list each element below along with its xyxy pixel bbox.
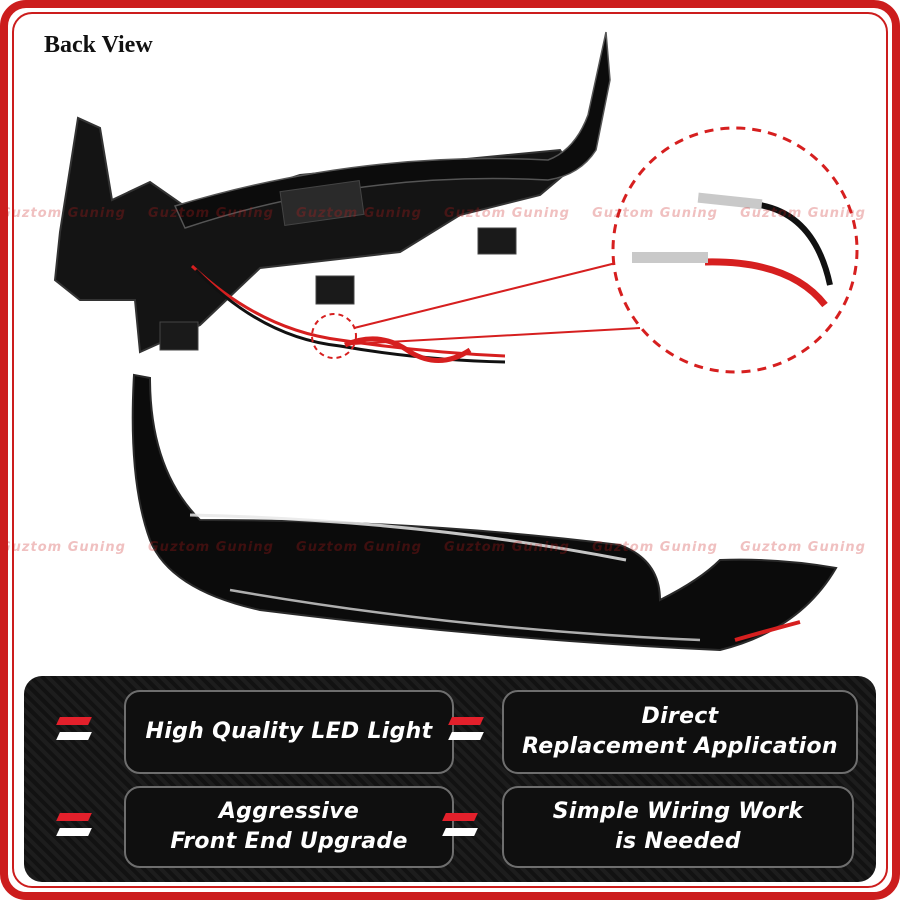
feature-text-line1: Simple Wiring Work <box>552 799 804 824</box>
watermark: Guztom Guning Guztom Guning Guztom Gunin… <box>0 540 866 555</box>
frame-border-inner <box>12 12 888 888</box>
zoom-line <box>351 327 641 345</box>
mount-tab <box>315 275 355 305</box>
feature-text-line1: Aggressive <box>218 799 360 824</box>
zoom-wire-black <box>759 202 833 286</box>
feature-text-line1: Direct <box>641 704 719 729</box>
wire-terminal <box>697 192 763 210</box>
watermark: Guztom Guning Guztom Guning Guztom Gunin… <box>0 206 866 221</box>
feature-text-line2: Front End Upgrade <box>170 829 408 854</box>
feature-text-line2: is Needed <box>615 829 741 854</box>
zoom-line <box>353 261 621 329</box>
feature-badge: Simple Wiring Work is Needed <box>502 786 854 868</box>
wire-coil <box>344 336 472 363</box>
lens-highlight <box>189 513 627 562</box>
wire-red <box>190 264 506 358</box>
feature-text-line2: Replacement Application <box>522 734 838 759</box>
view-title: Back View <box>44 32 153 58</box>
lens-highlight <box>229 588 701 642</box>
wire-terminal <box>632 252 708 263</box>
wire-zoom-marker <box>311 313 357 359</box>
feature-badge: High Quality LED Light <box>124 690 454 774</box>
zoom-wire-red <box>704 258 828 308</box>
feature-text-line1: High Quality LED Light <box>145 719 433 744</box>
connector-block <box>279 180 365 226</box>
mount-tab <box>159 321 199 351</box>
lens-red-wire <box>734 620 801 642</box>
wire-zoom-circle <box>611 126 859 374</box>
mount-tab <box>477 227 517 255</box>
